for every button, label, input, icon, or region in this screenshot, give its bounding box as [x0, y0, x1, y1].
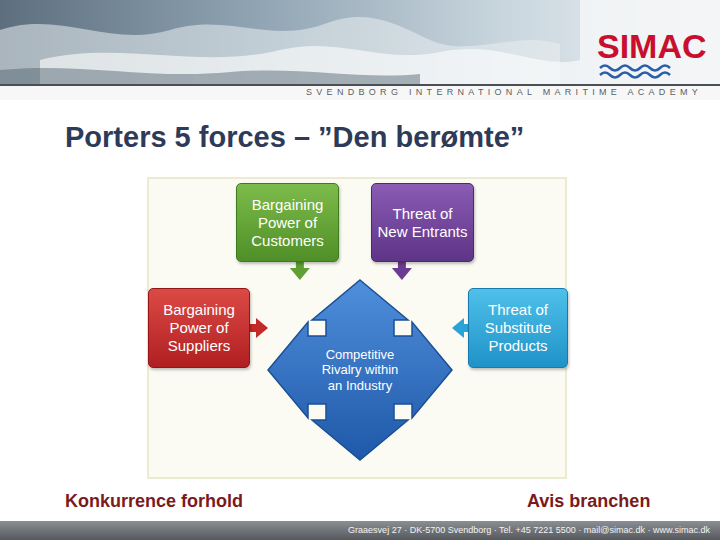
arrow-head [452, 318, 464, 338]
text-wrap: Competitive Rivalry within an Industry [318, 347, 402, 393]
force-arrow [392, 262, 412, 280]
text-wrap: Threat of Substitute Products [474, 301, 562, 355]
text-wrap: Bargaining Power of Customers [242, 196, 333, 250]
force-box: Threat of New Entrants [371, 183, 474, 262]
rivalry-label: Competitive Rivalry within an Industry [318, 347, 402, 393]
force-arrow [250, 318, 268, 338]
logo-text: SIMAC [597, 26, 707, 67]
header-rule [0, 84, 720, 86]
academy-name: SVENDBORG INTERNATIONAL MARITIME ACADEMY [306, 87, 702, 98]
force-label: Threat of New Entrants [377, 205, 468, 241]
force-arrow [290, 262, 310, 280]
arrow-shaft [296, 262, 304, 268]
arrow-head [290, 268, 310, 280]
force-box: Bargaining Power of Suppliers [148, 288, 250, 368]
header-image [0, 0, 720, 84]
note-text: Avis branchen [527, 491, 650, 513]
slide-title: Porters 5 forces – ”Den berømte” [65, 121, 524, 154]
diagram-frame [148, 178, 566, 478]
force-arrow [452, 318, 468, 338]
note-text: Konkurrence forhold [65, 491, 243, 513]
force-box: Threat of Substitute Products [468, 288, 568, 368]
header-band [0, 86, 720, 100]
force-label: Bargaining Power of Customers [242, 196, 333, 250]
arrow-head [392, 268, 412, 280]
text-wrap: Bargaining Power of Suppliers [154, 301, 244, 355]
force-label: Bargaining Power of Suppliers [154, 301, 244, 355]
footer-address: Graaesvej 27 · DK-5700 Svendborg · Tel. … [348, 525, 710, 536]
arrow-head [256, 318, 268, 338]
logo-ground [580, 0, 720, 84]
force-box: Bargaining Power of Customers [236, 183, 339, 262]
force-label: Threat of Substitute Products [474, 301, 562, 355]
arrow-shaft [250, 324, 256, 332]
logo-waves [600, 66, 670, 78]
footer-band [0, 521, 720, 540]
arrow-shaft [398, 262, 406, 268]
rivalry-cross-arrow: Competitive Rivalry within an Industry [268, 280, 452, 460]
text-wrap: Threat of New Entrants [377, 205, 468, 241]
cross-shape [268, 280, 452, 460]
wave-shadow [0, 68, 420, 84]
